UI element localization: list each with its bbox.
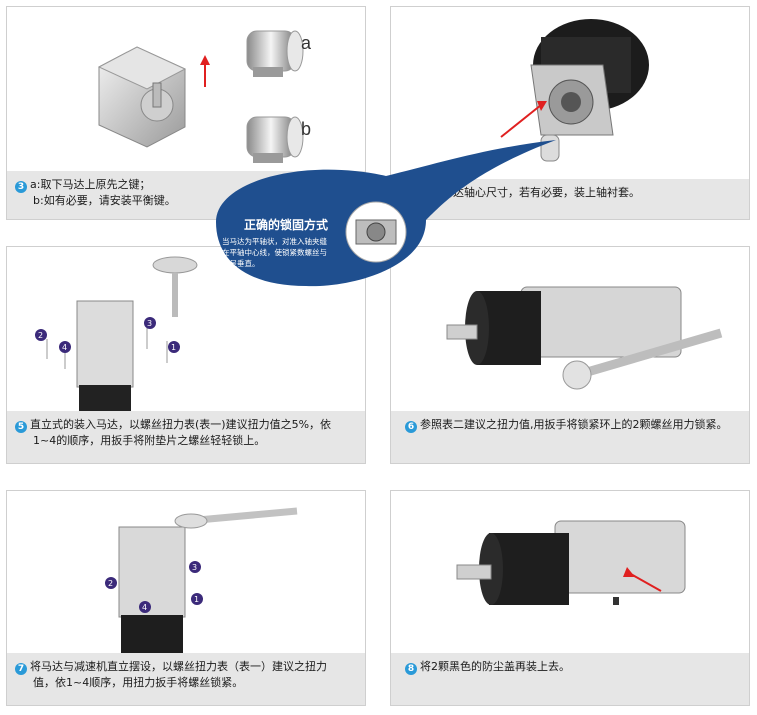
callout-title: 正确的锁固方式 <box>244 218 329 232</box>
step-number-icon: 3 <box>15 181 27 193</box>
step-number-icon: 6 <box>405 421 417 433</box>
marker-4: 4 <box>62 343 67 352</box>
label-a: a <box>301 33 312 53</box>
step-number-icon: 8 <box>405 663 417 675</box>
step-7-line2: 值，依1~4顺序，用扭力扳手将螺丝锁紧。 <box>33 676 244 689</box>
step-number-icon: 7 <box>15 663 27 675</box>
marker-1: 1 <box>171 343 176 352</box>
step-7-line1: 将马达与减速机直立摆设，以螺丝扭力表（表一）建议之扭力 <box>30 660 327 673</box>
marker-1: 1 <box>194 595 199 604</box>
step-8-line1: 将2颗黑色的防尘盖再装上去。 <box>420 660 570 673</box>
vertical-motor-install-illustration: 2 4 3 1 <box>35 256 198 411</box>
step-3-line1: a:取下马达上原先之键； <box>30 178 151 191</box>
step-4-line1: 确认马达轴心尺寸，若有必要，装上轴衬套。 <box>420 186 640 199</box>
callout-bubble <box>216 140 556 287</box>
marker-2: 2 <box>38 331 43 340</box>
step-3-line2: b:如有必要，请安装平衡键。 <box>33 194 176 207</box>
step-4-photo <box>391 7 749 179</box>
marker-3: 3 <box>147 319 152 328</box>
marker-3: 3 <box>192 563 197 572</box>
motor-key-illustration <box>97 30 304 163</box>
marker-4: 4 <box>142 603 147 612</box>
step-7-photo: 2 3 1 4 <box>7 491 365 655</box>
step-5-line1: 直立式的装入马达，以螺丝扭力表(表一)建议扭力值之5%，依 <box>30 418 332 431</box>
step-number-icon: 5 <box>15 421 27 433</box>
step-8-photo <box>391 491 749 655</box>
label-b: b <box>301 119 312 139</box>
step-3-photo: a b <box>7 7 365 171</box>
torque-wrench-illustration: 2 3 1 4 <box>105 507 298 655</box>
dust-cover-illustration <box>456 520 686 605</box>
clamp-ring-tighten-illustration <box>446 286 723 390</box>
step-5-line2: 1~4的顺序，用扳手将附垫片之螺丝轻轻锁上。 <box>33 434 266 447</box>
callout-text: 当马达为平轴状，对准入轴夹缝在平轴中心线，使锁紧数螺丝与轴呈垂直。 <box>222 237 327 268</box>
step-6-line1: 参照表二建议之扭力值,用扳手将锁紧环上的2颗螺丝用力锁紧。 <box>420 418 728 431</box>
step-6-photo <box>391 247 749 413</box>
marker-2: 2 <box>108 579 113 588</box>
